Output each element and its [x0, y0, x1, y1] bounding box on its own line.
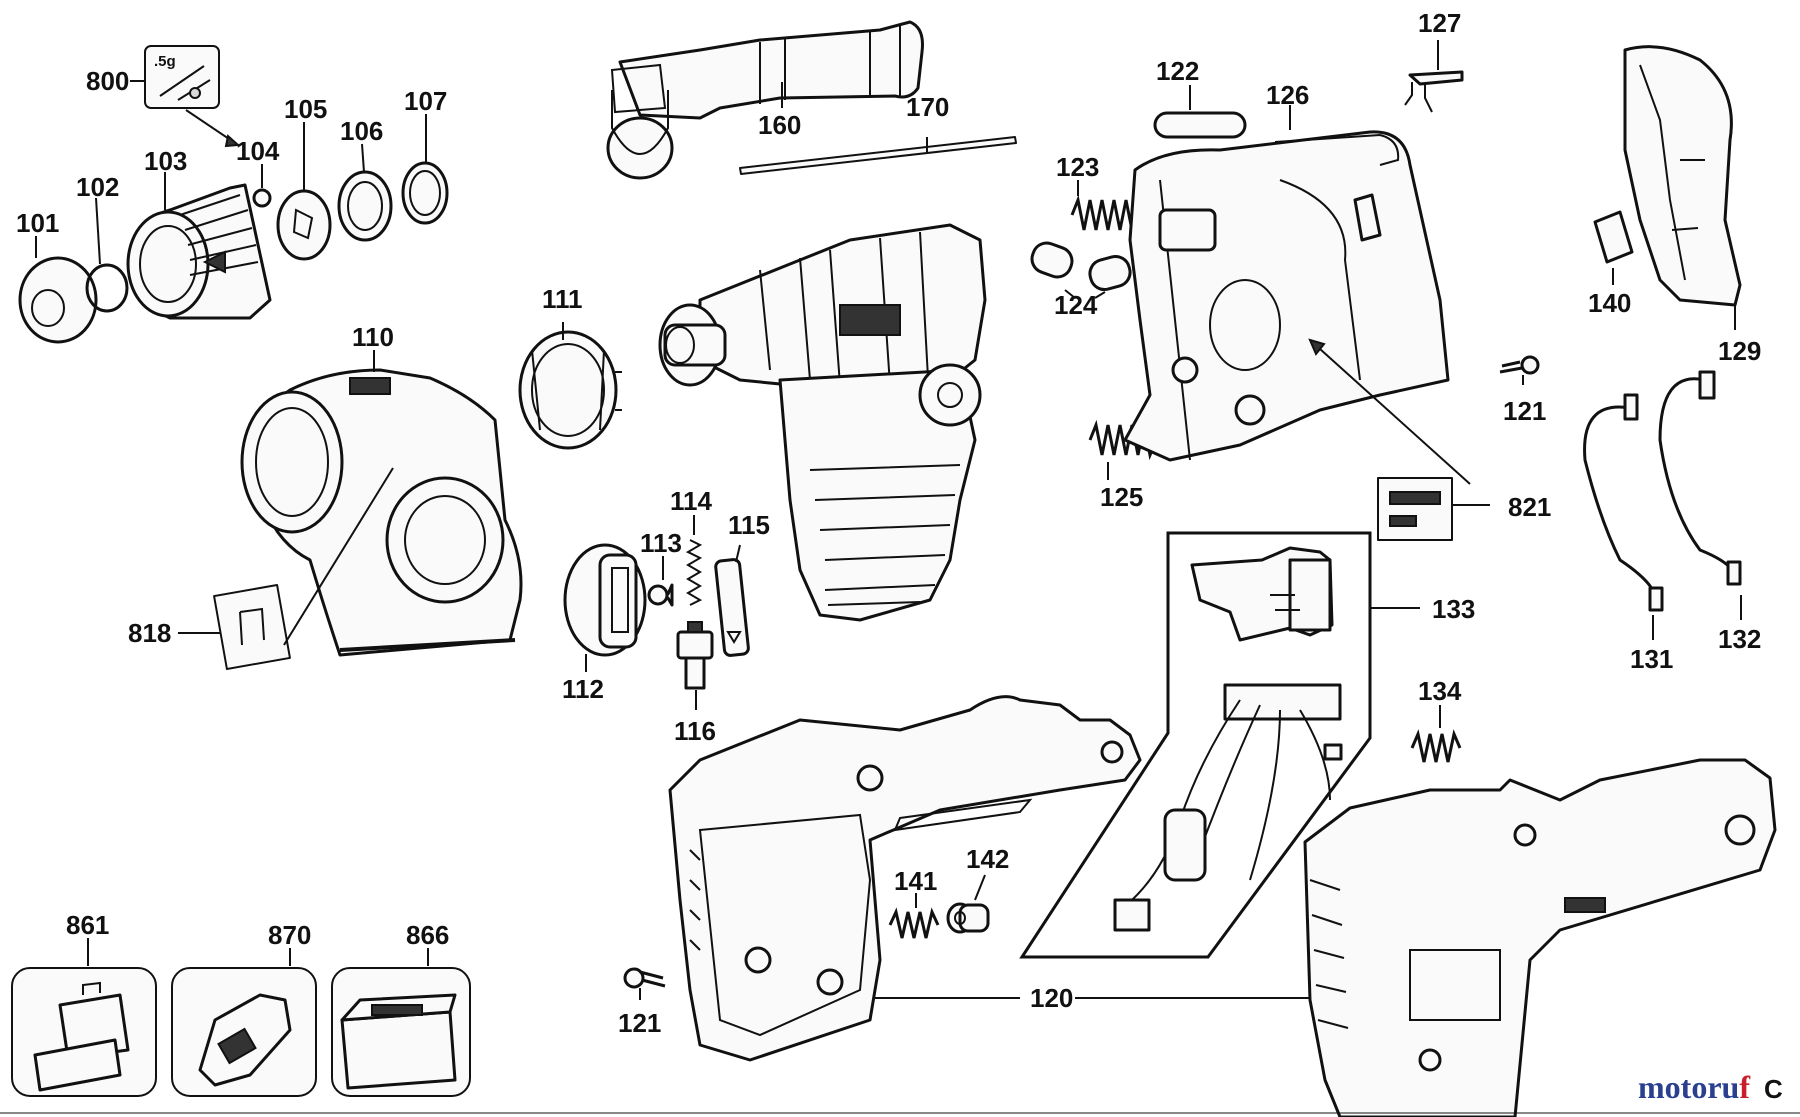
callout-120: 120 [1030, 983, 1073, 1013]
part-160-side-handle [606, 20, 924, 180]
callout-160: 160 [758, 110, 801, 140]
leader-818 [283, 467, 394, 646]
callout-124: 124 [1054, 290, 1098, 320]
callout-112: 112 [562, 674, 604, 704]
callout-106: 106 [340, 116, 383, 146]
part-122-pad [1153, 111, 1247, 139]
part-861-kit-box [11, 967, 157, 1097]
callout-115: 115 [728, 510, 770, 540]
part-866-battery [331, 967, 471, 1097]
callout-131: 131 [1630, 644, 1673, 674]
part-115-slider [714, 558, 750, 657]
callout-800: 800 [86, 66, 129, 96]
callout-105: 105 [284, 94, 327, 124]
part-170-depth-rod [739, 136, 1017, 175]
callout-132: 132 [1718, 624, 1761, 654]
part-132-lead-wire [1658, 370, 1742, 586]
part-141-spring [888, 907, 940, 939]
callout-141: 141 [894, 866, 937, 896]
part-111-clutch-ring [518, 330, 622, 450]
part-123-spring [1070, 194, 1140, 236]
part-104-ball [252, 188, 272, 208]
leader-102 [95, 197, 101, 265]
part-124-dampers [1030, 241, 1132, 292]
callout-134: 134 [1418, 676, 1462, 706]
part-120-housing-left [668, 695, 1142, 1062]
part-142-bushing [946, 902, 990, 934]
callout-104: 104 [236, 136, 280, 166]
part-114-spring [685, 539, 703, 606]
callout-116: 116 [674, 716, 716, 746]
part-121-screw-bottom [623, 967, 666, 989]
part-107-seal [401, 161, 449, 225]
callout-170: 170 [906, 92, 949, 122]
part-127-clip [1404, 70, 1464, 113]
part-105-retainer [276, 189, 332, 261]
arrowhead-821 [1308, 338, 1326, 356]
leader-115 [735, 544, 741, 563]
callout-818: 818 [128, 618, 171, 648]
part-126-rear-handle [1123, 130, 1450, 462]
part-818-label [213, 584, 291, 670]
callout-140: 140 [1588, 288, 1631, 318]
part-116-actuator [676, 621, 714, 690]
callout-102: 102 [76, 172, 119, 202]
callout-101: 101 [16, 208, 59, 238]
leader-142 [974, 874, 986, 901]
watermark: motoruf [1638, 1069, 1750, 1105]
leader-106 [361, 143, 365, 173]
leader-821-arrow [1309, 339, 1471, 485]
callout-111: 111 [542, 284, 583, 314]
corner-mark: C [1764, 1074, 1783, 1104]
callout-821: 821 [1508, 492, 1551, 522]
callout-126: 126 [1266, 80, 1309, 110]
part-112-selector-knob [563, 543, 647, 657]
callout-113: 113 [640, 528, 682, 558]
callout-125: 125 [1100, 482, 1143, 512]
callout-123: 123 [1056, 152, 1099, 182]
part-102-o-ring [85, 263, 129, 313]
callout-122: 122 [1156, 56, 1199, 86]
part-140-pad [1593, 210, 1634, 264]
part-110-gear-housing [240, 368, 523, 657]
part-821-label [1377, 477, 1453, 541]
part-103-nose-sleeve [126, 183, 272, 320]
callout-870: 870 [268, 920, 311, 950]
part-134-spring [1410, 729, 1462, 763]
callout-110: 110 [352, 322, 394, 352]
part-121-screw-top [1499, 355, 1540, 375]
part-120-housing-right [1303, 758, 1777, 1117]
callout-129: 129 [1718, 336, 1761, 366]
part-106-ring [337, 170, 393, 242]
callout-114: 114 [670, 486, 712, 516]
part-101-washer [18, 256, 98, 344]
callout-127: 127 [1418, 8, 1461, 38]
callout-861: 861 [66, 910, 109, 940]
leader-124 [1064, 289, 1106, 299]
grease-label: .5g [154, 53, 176, 70]
callout-121-top: 121 [1503, 396, 1546, 426]
callout-107: 107 [404, 86, 447, 116]
callout-121-bottom: 121 [618, 1008, 661, 1038]
part-113-pin [647, 583, 674, 607]
arrowhead-800 [224, 134, 241, 148]
part-870-charger [171, 967, 317, 1097]
part-131-lead-wire [1583, 393, 1664, 612]
part-133-switch-assembly [1019, 531, 1372, 959]
callout-142: 142 [966, 844, 1009, 874]
callout-866: 866 [406, 920, 449, 950]
callout-103: 103 [144, 146, 187, 176]
hammer-mechanism-assembly [658, 223, 987, 622]
part-129-handle-cover [1623, 45, 1742, 307]
callout-133: 133 [1432, 594, 1475, 624]
part-800-grease-kit: .5g [144, 45, 220, 109]
